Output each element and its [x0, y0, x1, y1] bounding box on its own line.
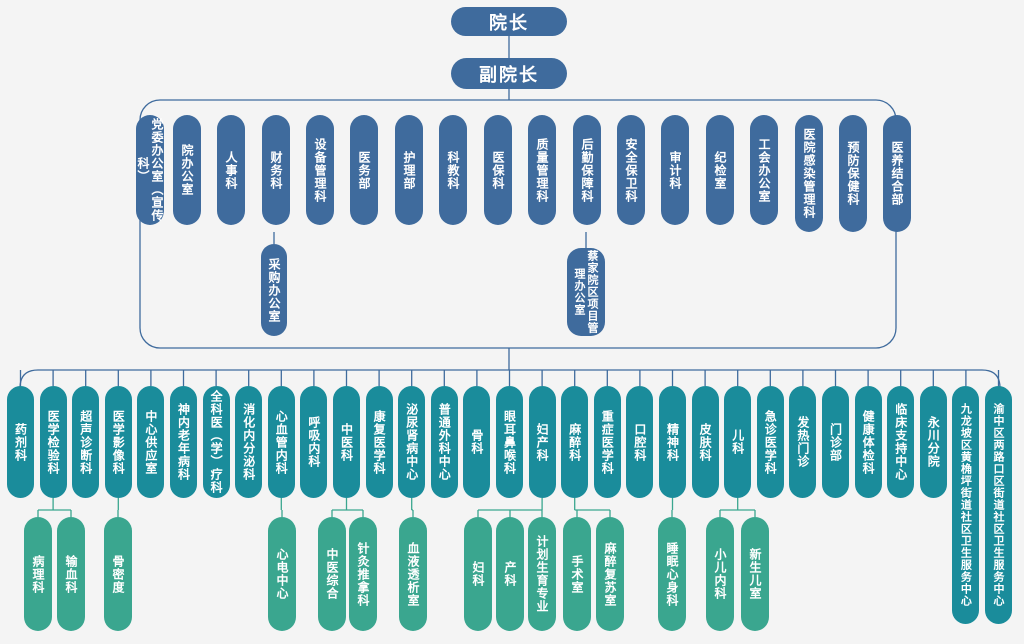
clinical-sub-unit-box: 手术室 [563, 517, 591, 631]
clinical-sub-unit-box: 输血科 [57, 517, 85, 631]
admin-dept-box: 设备管理科 [306, 115, 334, 225]
admin-dept-box: 医务部 [350, 115, 378, 225]
clinical-dept-box: 中心供应室 [137, 386, 165, 498]
clinical-dept-box: 妇产科 [528, 386, 556, 498]
clinical-dept-box: 药剂科 [7, 386, 34, 498]
clinical-dept-box: 儿科 [724, 386, 752, 498]
clinical-sub-unit-box: 计划生育专业 [528, 517, 556, 631]
clinical-dept-box: 临床支持中心 [887, 386, 915, 498]
admin-dept-box: 护理部 [395, 115, 423, 225]
clinical-dept-box: 门诊部 [822, 386, 849, 498]
admin-dept-box: 预防保健科 [839, 115, 867, 232]
admin-dept-box: 医养结合部 [883, 115, 911, 232]
clinical-dept-box: 发热门诊 [789, 386, 817, 498]
clinical-dept-box: 渝中区两路口区街道社区卫生服务中心 [985, 386, 1012, 624]
admin-dept-box: 财务科 [262, 115, 290, 225]
clinical-dept-box: 医学检验科 [39, 386, 67, 498]
clinical-sub-unit-box: 心电中心 [268, 517, 296, 631]
clinical-dept-box: 超声诊断科 [72, 386, 100, 498]
clinical-dept-box: 康复医学科 [365, 386, 393, 498]
admin-dept-box: 审计科 [661, 115, 689, 225]
clinical-sub-unit-box: 骨密度 [104, 517, 132, 631]
president-box: 院长 [451, 7, 567, 36]
purchasing-office-box: 采购办公室 [261, 244, 287, 336]
clinical-dept-box: 精神科 [659, 386, 686, 498]
clinical-dept-box: 口腔科 [626, 386, 654, 498]
clinical-dept-box: 皮肤科 [691, 386, 719, 498]
clinical-dept-box: 心血管内科 [267, 386, 295, 498]
admin-dept-box: 纪检室 [706, 115, 734, 225]
clinical-sub-unit-box: 新生儿室 [741, 517, 769, 631]
admin-dept-box: 党委办公室（宣传科） [136, 115, 164, 225]
clinical-dept-box: 重症医学科 [593, 386, 621, 498]
clinical-dept-box: 消化内分泌科 [235, 386, 263, 498]
clinical-dept-box: 神内老年病科 [170, 386, 197, 498]
admin-dept-box: 医保科 [484, 115, 512, 225]
admin-dept-box: 后勤保障科 [573, 115, 601, 225]
admin-dept-box: 质量管理科 [528, 115, 556, 225]
clinical-sub-unit-box: 妇科 [464, 517, 492, 631]
clinical-sub-unit-box: 产科 [496, 517, 524, 631]
admin-dept-box: 工会办公室 [750, 115, 778, 225]
clinical-dept-box: 全科医（学）疗科 [202, 386, 230, 498]
clinical-dept-box: 眼耳鼻喉科 [496, 386, 523, 498]
admin-dept-box: 医院感染管理科 [795, 115, 823, 232]
admin-dept-box: 科教科 [439, 115, 467, 225]
clinical-sub-unit-box: 小儿内科 [706, 517, 734, 631]
clinical-dept-box: 呼吸内科 [300, 386, 328, 498]
clinical-dept-box: 急诊医学科 [756, 386, 784, 498]
clinical-dept-box: 医学影像科 [104, 386, 132, 498]
clinical-sub-unit-box: 中医综合 [318, 517, 346, 631]
clinical-dept-box: 普通外科中心 [430, 386, 458, 498]
clinical-dept-box: 健康体检科 [854, 386, 882, 498]
admin-dept-box: 安全保卫科 [617, 115, 645, 225]
vice-president-box: 副院长 [451, 58, 567, 89]
clinical-sub-unit-box: 针灸推拿科 [349, 517, 377, 631]
clinical-sub-unit-box: 睡眠心身科 [658, 517, 686, 631]
caijia-project-office-box: 蔡家院区项目管理办公室 [567, 248, 605, 336]
clinical-sub-unit-box: 麻醉复苏室 [596, 517, 624, 631]
admin-dept-box: 人事科 [217, 115, 245, 225]
clinical-dept-box: 中医科 [333, 386, 360, 498]
clinical-dept-box: 骨科 [463, 386, 491, 498]
admin-dept-box: 院办公室 [173, 115, 201, 225]
clinical-dept-box: 麻醉科 [561, 386, 589, 498]
clinical-dept-box: 九龙坡区黄桷坪街道社区卫生服务中心 [952, 386, 980, 624]
clinical-dept-box: 泌尿肾病中心 [398, 386, 426, 498]
clinical-dept-box: 永川分院 [919, 386, 947, 498]
clinical-sub-unit-box: 血液透析室 [399, 517, 427, 631]
clinical-sub-unit-box: 病理科 [24, 517, 52, 631]
